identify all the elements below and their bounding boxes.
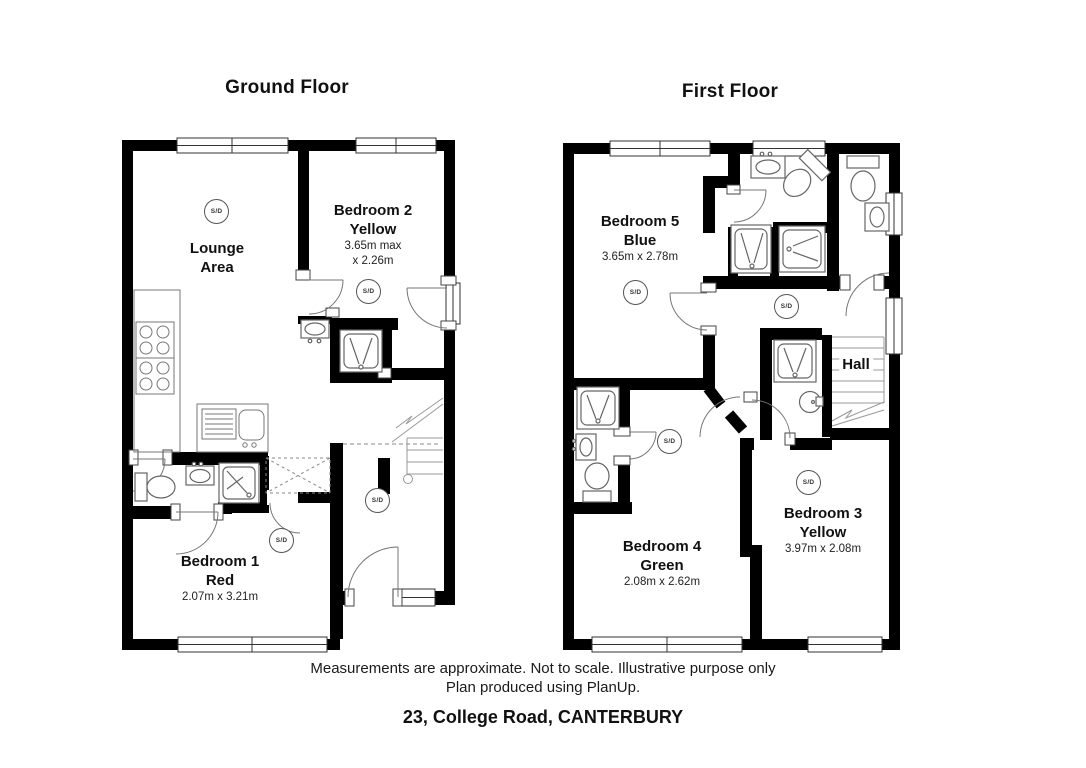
bedroom4-ensuite [571, 386, 620, 503]
first-floor-plan [563, 140, 903, 653]
floor-title-first: First Floor [681, 81, 779, 102]
disclaimer-line-1: Measurements are approximate. Not to sca… [310, 660, 776, 677]
door-garden [406, 287, 448, 329]
storage-cupboard [265, 457, 331, 494]
room-name-line: Bedroom 1 [180, 553, 260, 570]
basin-icon [300, 319, 330, 344]
window-lounge-top [176, 137, 289, 154]
property-address: 23, College Road, CANTERBURY [402, 707, 684, 727]
toilet-icon [582, 462, 612, 503]
room-label-bedroom-5: Bedroom 5 Blue 3.65m x 2.78m [601, 212, 679, 265]
smoke-detector-badge: S/D [657, 429, 682, 454]
room-dims-line: 3.65m x 2.78m [601, 251, 679, 263]
kitchen-counter [133, 289, 181, 453]
room-name-line: Hall [839, 356, 873, 373]
first-floor-windows [591, 140, 903, 653]
room-label-hall: Hall [839, 355, 873, 374]
room-name-line: Blue [623, 232, 657, 249]
door-wc1 [733, 189, 767, 223]
room-name-line: Area [200, 259, 234, 276]
sink-icon [201, 408, 265, 448]
room-label-bedroom-1: Bedroom 1 Red 2.07m x 3.21m [181, 552, 259, 605]
ground-stairs-icon [391, 397, 444, 484]
smoke-detector-badge: S/D [365, 488, 390, 513]
room-name-line: Red [205, 572, 235, 589]
room-name-line: Green [640, 557, 684, 574]
kitchen-area [133, 289, 269, 453]
round-basin-icon [798, 390, 824, 414]
room-label-lounge-area: Lounge Area [190, 239, 244, 277]
room-dims-line: 3.65m max [344, 240, 402, 252]
ground-floor-plan [122, 137, 461, 653]
door-front [347, 546, 399, 598]
shower-icon [773, 339, 817, 383]
shower-icon [576, 386, 620, 430]
wc-top-right [846, 155, 890, 232]
window-front-hall [401, 588, 436, 607]
room-name-line: Yellow [799, 524, 847, 541]
room-dims-line: x 2.26m [352, 255, 394, 267]
smoke-detector-badge: S/D [204, 199, 229, 224]
smoke-detector-badge: S/D [623, 280, 648, 305]
room-name-line: Bedroom 2 [333, 202, 413, 219]
ground-floor-windows [176, 137, 461, 653]
basin-icon [571, 433, 597, 461]
door-ensuite-bedroom4 [628, 431, 657, 460]
toilet-icon [782, 148, 832, 198]
room-dims-line: 2.07m x 3.21m [181, 591, 259, 603]
first-floor-doors [628, 189, 890, 460]
window-bedroom2-top [355, 137, 437, 154]
room-label-bedroom-3: Bedroom 3 Yellow 3.97m x 2.08m [784, 504, 862, 557]
door-bedroom-4 [699, 396, 741, 438]
room-name-line: Lounge [189, 240, 245, 257]
sink-counter [196, 403, 269, 453]
door-bedroom-3 [751, 399, 791, 439]
room-dims-line: 3.97m x 2.08m [784, 543, 862, 555]
toilet-icon [846, 155, 880, 202]
shower-icon [218, 462, 260, 504]
shower-cubicles [730, 224, 826, 274]
ground-floor-door-gaps [133, 450, 398, 607]
room-label-bedroom-2: Bedroom 2 Yellow 3.65m max x 2.26m [334, 201, 412, 269]
basin-icon [864, 202, 890, 232]
shower-icon [778, 225, 826, 273]
disclaimer-line-2: Plan produced using PlanUp. [445, 679, 641, 696]
door-bedroom-2 [308, 279, 344, 315]
first-stairs-icon [831, 336, 885, 427]
hall-bathroom [773, 339, 824, 414]
ground-bathroom [134, 461, 260, 504]
hob-icon [135, 321, 175, 395]
window-bedroom3-bottom [807, 636, 883, 653]
door-bedroom-5 [669, 292, 708, 331]
window-bedroom4-bottom [591, 636, 743, 653]
smoke-detector-badge: S/D [269, 528, 294, 553]
room-dims-line: 2.08m x 2.62m [623, 576, 701, 588]
basin-icon [750, 151, 786, 179]
toilet-icon [134, 472, 176, 502]
room-label-bedroom-4: Bedroom 4 Green 2.08m x 2.62m [623, 537, 701, 590]
window-bedroom5-top [609, 140, 711, 157]
room-name-line: Bedroom 3 [783, 505, 863, 522]
floor-title-ground: Ground Floor [225, 77, 349, 98]
room-name-line: Bedroom 5 [600, 213, 680, 230]
room-name-line: Bedroom 4 [622, 538, 702, 555]
smoke-detector-badge: S/D [356, 279, 381, 304]
shower-icon [730, 224, 772, 274]
first-floor-door-jambs [613, 184, 885, 466]
room-name-line: Yellow [349, 221, 397, 238]
landing-angled-walls [703, 384, 748, 434]
shower-icon [339, 329, 383, 373]
door-shower-room [845, 272, 890, 317]
smoke-detector-badge: S/D [796, 470, 821, 495]
basin-icon [185, 461, 215, 486]
window-garden-side [445, 282, 461, 325]
door-bedroom-1 [175, 511, 219, 555]
bedroom2-ensuite [300, 319, 383, 373]
window-right-hall [885, 297, 903, 355]
smoke-detector-badge: S/D [774, 294, 799, 319]
window-bedroom1-bottom [177, 636, 328, 653]
wc-top-middle [750, 148, 832, 198]
door-store [269, 502, 301, 534]
